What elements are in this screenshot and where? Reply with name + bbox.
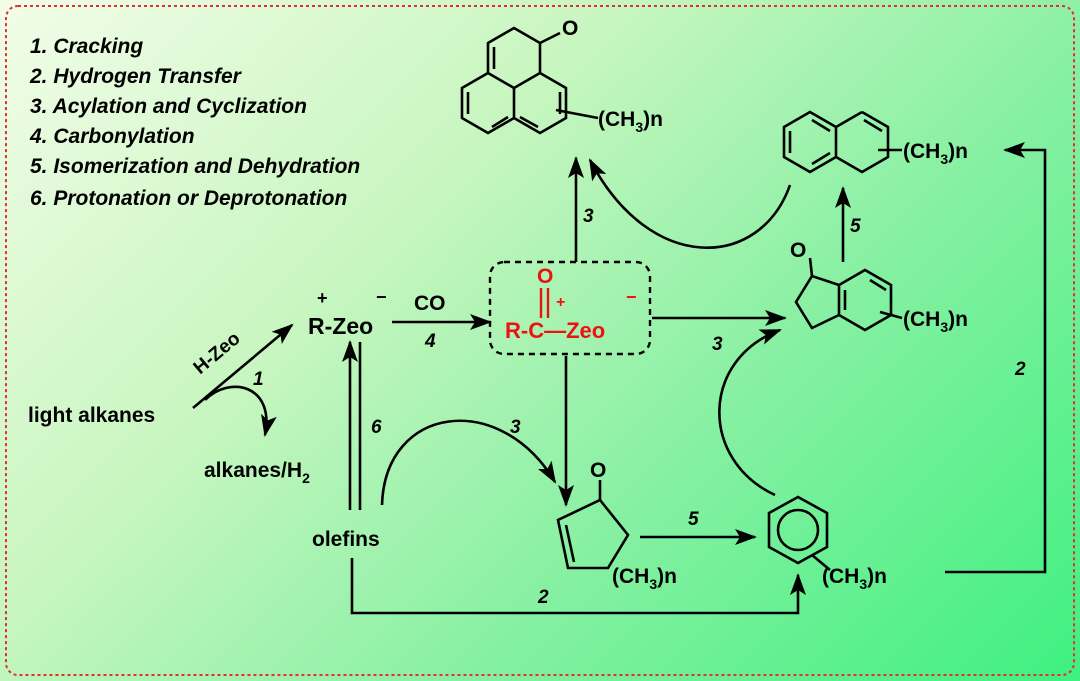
cyclopentenone-structure: O (CH3)n: [556, 459, 677, 592]
step-label: 3: [712, 334, 723, 355]
legend: 1. Cracking 2. Hydrogen Transfer 3. Acyl…: [29, 35, 360, 210]
step-label: 6: [371, 417, 382, 438]
legend-item: 3. Acylation and Cyclization: [30, 95, 307, 118]
acyl-intermediate-box: [488, 260, 652, 356]
olefins-label: olefins: [312, 528, 380, 551]
acyl-oxygen: O: [537, 265, 553, 288]
naphthalene-structure: (CH3)n: [782, 110, 968, 174]
legend-item: 2. Hydrogen Transfer: [29, 65, 243, 88]
step-label: 2: [537, 587, 549, 608]
step-label: 4: [424, 331, 436, 352]
step-label: 5: [850, 216, 861, 237]
arrow-cracking-curve: [204, 385, 277, 437]
legend-item: 1. Cracking: [30, 35, 143, 58]
step-label: 3: [510, 417, 521, 438]
co-label: CO: [414, 292, 446, 315]
carbenium-label: R-Zeo: [308, 313, 373, 339]
legend-item: 6. Protonation or Deprotonation: [30, 187, 347, 210]
ketone-oxygen: O: [562, 17, 578, 40]
step-label: 3: [583, 206, 594, 227]
ketone-oxygen: O: [590, 459, 606, 482]
alkanes-h2-label: alkanes/H2: [204, 459, 310, 486]
arrow-aromatic-indanone: [718, 328, 782, 497]
plus-charge: +: [556, 294, 565, 311]
arrow-hzeo: [192, 323, 294, 409]
minus-charge: −: [376, 287, 387, 307]
phenalenone-structure: O (CH3)n: [460, 17, 663, 135]
arrow-naphthalene-phenalenone: [588, 158, 792, 249]
light-alkanes-label: light alkanes: [28, 404, 155, 427]
minus-charge: −: [626, 287, 637, 307]
indanone-structure: O (CH3)n: [790, 239, 968, 335]
methylbenzene-structure: (CH3)n: [767, 495, 887, 592]
methyl-label: (CH3)n: [598, 108, 663, 135]
ketone-oxygen: O: [790, 239, 806, 262]
plus-charge: +: [317, 288, 328, 308]
methyl-label: (CH3)n: [612, 565, 677, 592]
step-label: 1: [253, 369, 264, 390]
methyl-label: (CH3)n: [903, 308, 968, 335]
step-label: 2: [1014, 359, 1026, 380]
legend-item: 4. Carbonylation: [29, 125, 195, 148]
step-label: 5: [688, 509, 699, 530]
outer-border: [5, 5, 1075, 676]
arrow-aromatic-naphthalene: [945, 142, 1047, 574]
acyl-label: R-C—Zeo: [505, 318, 605, 343]
legend-item: 5. Isomerization and Dehydration: [30, 155, 360, 178]
methyl-label: (CH3)n: [903, 140, 968, 167]
methyl-label: (CH3)n: [822, 565, 887, 592]
arrow-olefin-cyclopentenone: [380, 419, 557, 506]
arrow-olefin-aromatic: [350, 558, 806, 615]
